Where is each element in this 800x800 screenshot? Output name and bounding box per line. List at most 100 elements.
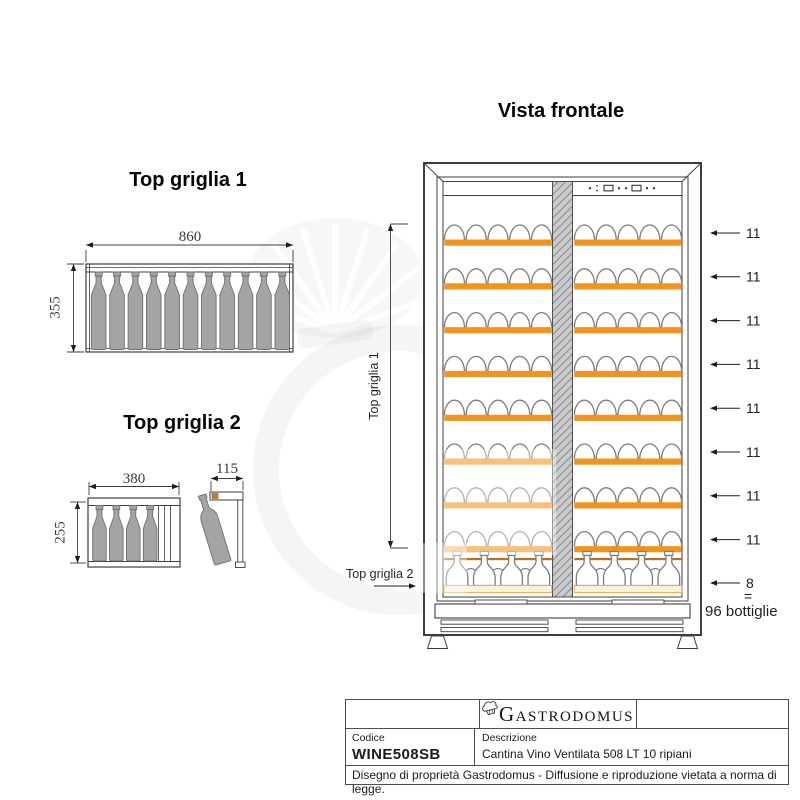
count-label: 11 bbox=[746, 312, 761, 328]
bottle-neck-arc bbox=[487, 268, 509, 284]
bottle-neck-arc bbox=[509, 268, 531, 284]
pointer-label-grid2: Top griglia 2 bbox=[346, 567, 414, 581]
grid1-width-dim: 860 bbox=[178, 229, 202, 245]
standing-bottle-cap bbox=[664, 550, 674, 556]
shelf-bar bbox=[444, 369, 552, 378]
bottle-neck-arc bbox=[465, 312, 487, 328]
standing-bottle-cap bbox=[506, 550, 517, 556]
vent-slat bbox=[575, 619, 684, 625]
control-display bbox=[603, 184, 614, 192]
bottle-neck-arc bbox=[443, 224, 466, 240]
grid2-side-width-dim: 115 bbox=[216, 461, 238, 477]
count-label: 11 bbox=[746, 444, 761, 460]
grid2-shelf-line bbox=[444, 558, 552, 561]
standing-bottle-cap bbox=[582, 550, 592, 556]
bottle-neck-arc bbox=[595, 531, 617, 547]
vent-slat bbox=[440, 627, 549, 633]
plan1-bottle bbox=[201, 275, 217, 350]
arrowhead bbox=[70, 264, 77, 271]
arrowhead bbox=[172, 483, 179, 490]
plan1-bottle-cap bbox=[149, 271, 158, 277]
bottle-neck-arc bbox=[509, 224, 531, 240]
bottle-neck-arc bbox=[530, 443, 553, 459]
bottle-neck-arc bbox=[639, 224, 661, 240]
bottle-neck-arc bbox=[509, 531, 531, 547]
bottle-neck-arc bbox=[443, 355, 466, 371]
count-arrowhead bbox=[710, 361, 717, 368]
bottle-neck-arc bbox=[443, 268, 466, 284]
arrowhead bbox=[236, 475, 243, 482]
wash bbox=[444, 449, 556, 555]
bottle-neck-arc bbox=[509, 443, 531, 459]
shelf-bar bbox=[574, 326, 682, 334]
control-dot bbox=[596, 185, 598, 187]
bottle-neck-arc bbox=[465, 355, 487, 371]
code-value: WINE508SB bbox=[352, 746, 441, 763]
bottle-neck-arc bbox=[443, 443, 466, 459]
bottle-neck-arc bbox=[530, 399, 553, 415]
control-display bbox=[631, 184, 642, 192]
span-label-grid1: Top griglia 1 bbox=[367, 352, 381, 420]
arrowhead bbox=[211, 475, 218, 482]
bottle-neck-arc bbox=[617, 224, 639, 240]
arrowhead bbox=[70, 345, 77, 352]
watermark-pleat bbox=[333, 263, 423, 335]
plan1-bottle bbox=[256, 275, 272, 350]
plan1-bottle-cap bbox=[278, 271, 287, 277]
side-rack-foot bbox=[235, 561, 246, 568]
shelf-rows bbox=[443, 224, 683, 553]
bottle-neck-arc bbox=[617, 487, 639, 503]
standing-bottle-cap bbox=[534, 550, 544, 556]
bottom-shelf-section bbox=[443, 550, 683, 593]
plan2-bottle-cap bbox=[129, 505, 138, 511]
watermark-wash bbox=[395, 449, 556, 593]
plan2-bottle bbox=[92, 509, 107, 562]
count-label: 8 bbox=[746, 575, 754, 591]
total-bottles-label: 96 bottiglie bbox=[705, 603, 778, 620]
bottle-neck-arc bbox=[573, 312, 596, 328]
bottle-neck-arc bbox=[465, 399, 487, 415]
control-dot bbox=[596, 189, 598, 192]
control-dot bbox=[645, 187, 649, 190]
bottle-neck-arc bbox=[639, 268, 661, 284]
arrowhead bbox=[86, 242, 93, 248]
count-arrowhead bbox=[710, 405, 717, 411]
standing-bottle-cap bbox=[636, 550, 647, 556]
bottle-neck-arc bbox=[617, 268, 639, 284]
plan1-bottle-cap bbox=[113, 271, 121, 277]
foot bbox=[426, 635, 449, 649]
bottle-neck-arc bbox=[465, 487, 487, 503]
code-cell: Codice WINE508SB bbox=[346, 729, 474, 765]
shelf-bar bbox=[574, 369, 682, 378]
shelf-bar bbox=[444, 413, 552, 421]
standing-bottle-cap bbox=[609, 550, 620, 556]
bottle-neck-arc bbox=[617, 399, 639, 415]
count-arrowhead bbox=[710, 230, 717, 236]
bottle-neck-arc bbox=[487, 399, 509, 415]
plan1-bottle bbox=[237, 275, 254, 350]
grid2-title: Top griglia 2 bbox=[123, 412, 241, 434]
standing-bottle-cap bbox=[452, 550, 462, 556]
bottle-neck-arc bbox=[639, 531, 661, 547]
plan2-bottle-cap bbox=[146, 505, 155, 511]
bottle-neck-arc bbox=[530, 268, 553, 284]
vent-slat bbox=[440, 619, 549, 625]
control-dot bbox=[652, 187, 656, 190]
plan1-bottle-cap bbox=[204, 271, 213, 277]
plan1-bottle-cap bbox=[186, 271, 195, 277]
bottle-neck-arc bbox=[530, 487, 553, 503]
plan2-bottle bbox=[126, 509, 141, 562]
watermark-hat-band bbox=[296, 319, 374, 349]
control-dot bbox=[617, 187, 621, 190]
base-bracket bbox=[611, 599, 665, 605]
plan1-bottle bbox=[182, 275, 199, 350]
count-arrowhead bbox=[710, 580, 717, 586]
grid1-title: Top griglia 1 bbox=[129, 169, 247, 191]
bottle-neck-arc bbox=[573, 487, 596, 503]
watermark-pleat bbox=[299, 228, 338, 333]
brand-name: Gastrodomus bbox=[498, 702, 635, 726]
shelf-bar bbox=[574, 457, 682, 465]
bottle-neck-arc bbox=[617, 312, 639, 328]
bottle-neck-arc bbox=[443, 312, 466, 328]
